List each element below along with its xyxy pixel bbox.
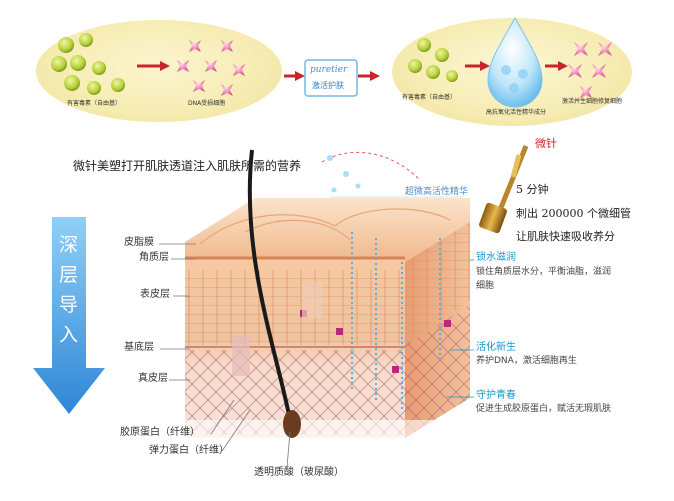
benefit-title-moisture: 锁水滋润 [476,252,516,263]
layer-label-dermis: 真皮层 [138,373,168,384]
damaged-cell-icons [177,40,245,96]
depth-arrow-char-2: 层 [59,264,79,286]
brand-caption: 激活护肤 [312,81,344,90]
serum-ingredient-label: 高抗氧化活性精华成分 [486,109,547,116]
layer-label-epidermis: 表皮层 [140,289,170,300]
microneedle-line3: 让肌肤快速吸收养分 [516,230,615,243]
free-radical-icons-left [51,33,125,95]
activated-cells-label: 激活并生细胞修复细胞 [562,98,623,105]
benefit-desc-moisture-line1: 锁住角质层水分，平衡油脂，滋润 [476,267,612,277]
benefit-desc-renewal: 养护DNA，激活细胞再生 [476,356,577,366]
layer-label-basal: 基底层 [124,342,154,353]
serum-drop-icon [487,16,543,108]
benefit-title-youth: 守护青春 [476,390,516,401]
benefit-title-renewal: 活化新生 [476,342,516,353]
brand-logo: puretier [310,65,348,75]
damaged-cells-label: DNA受损细胞 [188,100,226,107]
fiber-label-hyaluronic: 透明质酸（玻尿酸） [254,467,344,478]
depth-arrow-char-4: 入 [59,324,79,346]
microneedle-line2: 刺出 200000 个微细管 [516,207,631,220]
fiber-label-elastin: 弹力蛋白（纤维） [149,445,229,456]
headline: 微针美塑打开肌肤透道注入肌肤所需的营养 [73,159,302,173]
serum-drop-label: 超微高活性精华 [405,187,469,197]
layer-label-sebum-film: 皮脂膜 [124,237,154,248]
hair-strand [247,149,294,431]
fiber-label-collagen: 胶原蛋白（纤维） [120,427,200,438]
free-radicals-label-right: 有害毒素（自由基） [402,94,457,101]
depth-arrow-char-1: 深 [59,234,79,256]
microneedle-roller-icon [495,145,529,216]
depth-arrow-char-3: 导 [59,294,79,316]
free-radicals-label-left: 有害毒素（自由基） [67,100,122,107]
free-radical-icons-right [408,38,458,82]
benefit-desc-moisture-line2: 细胞 [476,281,495,291]
microneedle-title: 微针 [535,137,557,150]
depth-arrow-icon [33,217,105,414]
layer-label-stratum-corneum: 角质层 [139,252,169,263]
benefit-desc-youth: 促进生成胶原蛋白，赋活无瑕肌肤 [476,404,612,414]
activated-cell-icons [568,42,612,98]
microneedle-line1: 5 分钟 [516,183,549,196]
